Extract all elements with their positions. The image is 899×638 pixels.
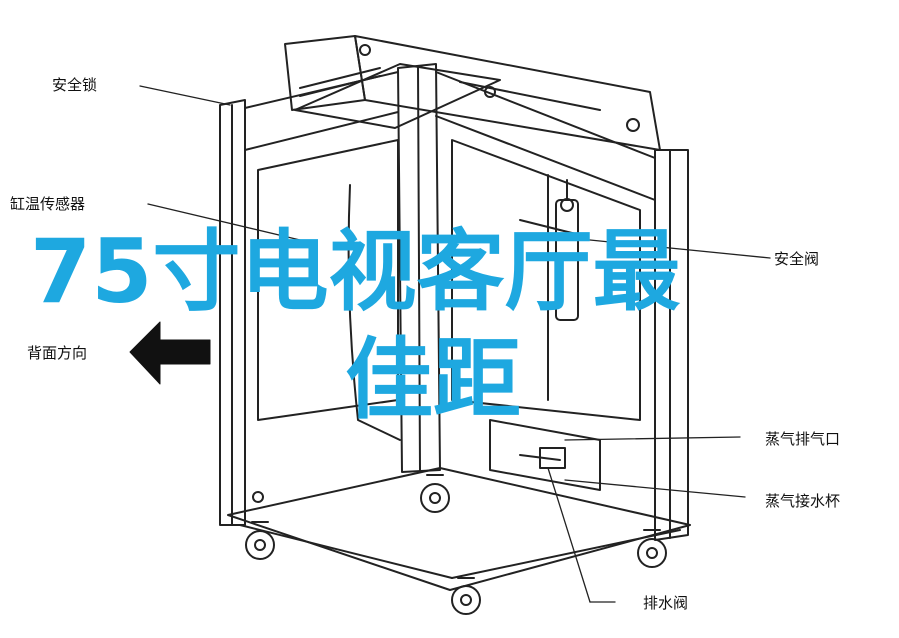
overlay-title-line2: 佳距 bbox=[345, 328, 522, 431]
label-drain-valve: 排水阀 bbox=[643, 594, 689, 612]
casters bbox=[245, 474, 667, 615]
label-steam-water-cup: 蒸气接水杯 bbox=[765, 492, 841, 510]
label-rear-direction: 背面方向 bbox=[27, 344, 88, 362]
label-cylinder-sensor: 缸温传感器 bbox=[10, 195, 86, 213]
overlay-title-line1: 75寸电视客厅最 bbox=[30, 220, 681, 323]
label-safety-lock: 安全锁 bbox=[52, 76, 98, 94]
leader-lines bbox=[139, 85, 771, 603]
label-safety-valve: 安全阀 bbox=[774, 250, 820, 268]
main-frame bbox=[219, 63, 691, 591]
top-unit bbox=[284, 35, 661, 151]
rear-direction-arrow bbox=[129, 321, 211, 385]
label-steam-outlet: 蒸气排气口 bbox=[765, 430, 841, 448]
